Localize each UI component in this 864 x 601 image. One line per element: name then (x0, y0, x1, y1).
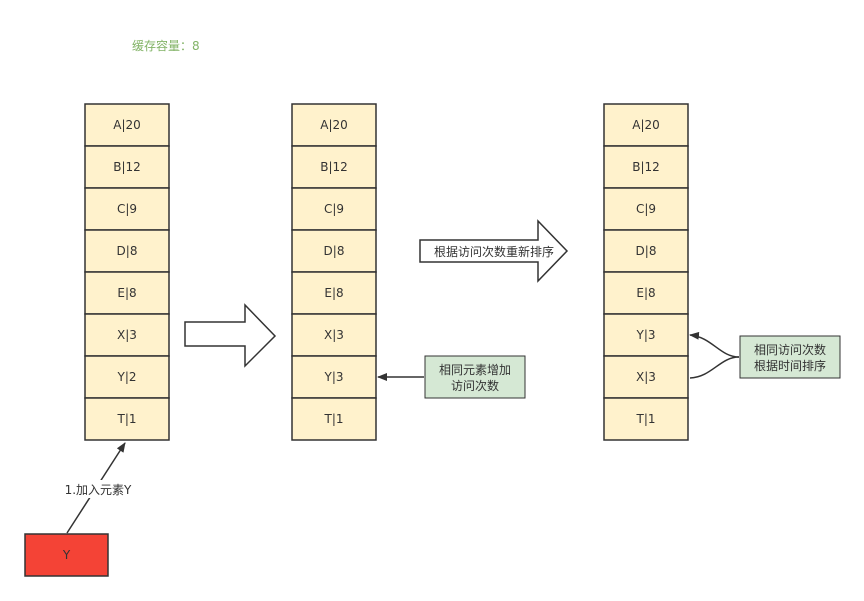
cache-cell (291, 397, 377, 441)
cache-cell-label: Y|3 (323, 370, 343, 384)
cache-cell (84, 229, 170, 273)
cache-cell (603, 397, 689, 441)
reorder-arrow (419, 219, 569, 283)
note-same-count-line-down (689, 356, 740, 379)
cache-cell-label: X|3 (117, 328, 137, 342)
transition-arrow (184, 303, 277, 368)
cache-cell-label: C|9 (324, 202, 344, 216)
reorder-label: 根据访问次数重新排序 (434, 244, 554, 259)
cache-column-updated: A|20B|12C|9D|8E|8X|3Y|3T|1 (291, 103, 377, 441)
cache-cell-label: A|20 (632, 118, 660, 132)
cache-cell (84, 397, 170, 441)
cache-cell-label: B|12 (632, 160, 660, 174)
note-increment-line-1: 相同元素增加 (439, 363, 511, 377)
add-element-label: 1.加入元素Y (65, 483, 132, 497)
cache-cell (603, 313, 689, 357)
cache-cell-label: D|8 (117, 244, 138, 258)
note-increment-line-2: 访问次数 (451, 378, 499, 393)
capacity-label: 缓存容量：8 (132, 38, 200, 53)
cache-cell-label: Y|2 (116, 370, 136, 384)
cache-cell (603, 355, 689, 399)
cache-cell (84, 313, 170, 357)
cache-cell-label: T|1 (635, 412, 655, 426)
cache-cell (603, 103, 689, 147)
cache-cell (291, 313, 377, 357)
add-label-bg (58, 480, 136, 498)
cache-cell-label: C|9 (636, 202, 656, 216)
cache-cell-label: X|3 (324, 328, 344, 342)
cache-cell (291, 229, 377, 273)
cache-cell (603, 145, 689, 189)
cache-cell (84, 145, 170, 189)
cache-cell (291, 187, 377, 231)
note-same-count-line-1: 相同访问次数 (754, 342, 826, 357)
cache-cell-label: D|8 (324, 244, 345, 258)
cache-cell-label: T|1 (116, 412, 136, 426)
note-same-count-box (739, 335, 841, 379)
new-element-box (24, 533, 109, 577)
cache-cell (603, 187, 689, 231)
note-same-count-arrow-up (689, 331, 740, 358)
cache-cell-label: E|8 (636, 286, 655, 300)
new-element-label: Y (62, 548, 71, 562)
cache-cell-label: T|1 (323, 412, 343, 426)
cache-cell-label: A|20 (320, 118, 348, 132)
cache-cell (291, 145, 377, 189)
cache-column-reordered: A|20B|12C|9D|8E|8Y|3X|3T|1 (603, 103, 689, 441)
cache-cell (603, 229, 689, 273)
note-increment-box (424, 355, 526, 399)
cache-cell (84, 103, 170, 147)
note-same-count-line-2: 根据时间排序 (754, 358, 826, 373)
cache-cell-label: B|12 (113, 160, 141, 174)
cache-cell-label: D|8 (636, 244, 657, 258)
cache-cell-label: Y|3 (635, 328, 655, 342)
cache-column-initial: A|20B|12C|9D|8E|8X|3Y|2T|1 (84, 103, 170, 441)
cache-cell-label: A|20 (113, 118, 141, 132)
cache-cell-label: E|8 (324, 286, 343, 300)
cache-cell-label: B|12 (320, 160, 348, 174)
cache-cell-label: E|8 (117, 286, 136, 300)
cache-cell-label: C|9 (117, 202, 137, 216)
cache-cell (603, 271, 689, 315)
cache-cell-label: X|3 (636, 370, 656, 384)
